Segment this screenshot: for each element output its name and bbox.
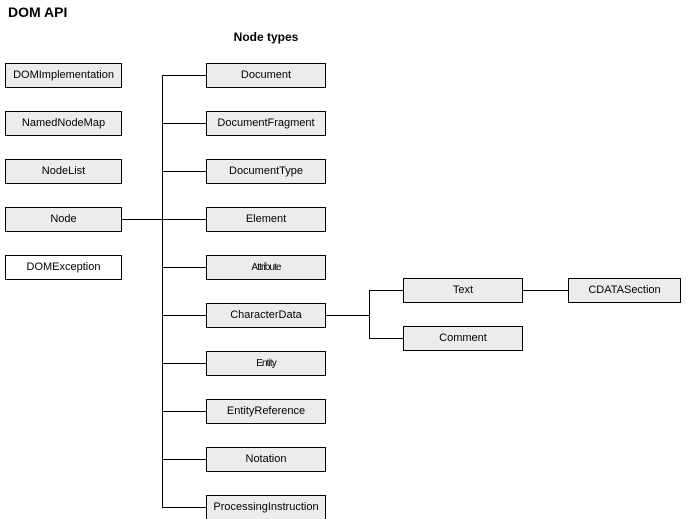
box-label: CDATASection xyxy=(588,284,661,296)
branch-line-entity xyxy=(162,363,206,364)
box-label: ProcessingInstruction xyxy=(213,501,319,513)
node-type-box-entity[interactable]: Entity xyxy=(206,351,326,376)
node-type-box-processing-instruction[interactable]: ProcessingInstruction xyxy=(206,495,326,519)
branch-line-attribute xyxy=(162,267,206,268)
box-label: Entity xyxy=(256,357,277,369)
box-label: Document xyxy=(240,69,292,81)
box-label: NamedNodeMap xyxy=(21,117,106,129)
interface-box-domexception[interactable]: DOMException xyxy=(5,255,122,280)
box-label: DOMImplementation xyxy=(13,69,114,81)
node-to-trunk-line xyxy=(122,219,162,220)
interface-box-node-list[interactable]: NodeList xyxy=(5,159,122,184)
branch-line-document-fragment xyxy=(162,123,206,124)
box-label: CharacterData xyxy=(230,309,302,321)
box-label: Node xyxy=(50,213,77,225)
interface-box-node[interactable]: Node xyxy=(5,207,122,232)
box-label: Attribute xyxy=(251,261,281,273)
box-label: EntityReference xyxy=(226,405,306,417)
chardata-trunk-line xyxy=(369,290,370,338)
branch-line-document-type xyxy=(162,171,206,172)
node-type-box-character-data[interactable]: CharacterData xyxy=(206,303,326,328)
box-label: Element xyxy=(245,213,287,225)
branch-line-text xyxy=(369,290,403,291)
chardata-subtype-box-comment[interactable]: Comment xyxy=(403,326,523,351)
branch-line-comment xyxy=(369,338,403,339)
chardata-subtype-box-text[interactable]: Text xyxy=(403,278,523,303)
branch-line-document xyxy=(162,75,206,76)
branch-line-element xyxy=(162,219,206,220)
node-type-box-document-type[interactable]: DocumentType xyxy=(206,159,326,184)
box-label: NodeList xyxy=(41,165,86,177)
node-type-box-notation[interactable]: Notation xyxy=(206,447,326,472)
node-type-box-document[interactable]: Document xyxy=(206,63,326,88)
box-label: Notation xyxy=(245,453,287,465)
node-types-column-title: Node types xyxy=(233,30,299,44)
box-label: Text xyxy=(452,284,474,296)
chardata-to-trunk-line xyxy=(326,315,369,316)
interface-box-domimplementation[interactable]: DOMImplementation xyxy=(5,63,122,88)
node-type-box-element[interactable]: Element xyxy=(206,207,326,232)
box-label: Comment xyxy=(439,332,487,344)
text-subtype-box-cdatasection[interactable]: CDATASection xyxy=(568,278,681,303)
node-type-box-document-fragment[interactable]: DocumentFragment xyxy=(206,111,326,136)
branch-line-character-data xyxy=(162,315,206,316)
branch-line-notation xyxy=(162,459,206,460)
box-label: DocumentType xyxy=(229,165,303,177)
page-title: DOM API xyxy=(8,4,68,20)
text-to-cdatasection-line xyxy=(523,290,568,291)
interface-box-named-node-map[interactable]: NamedNodeMap xyxy=(5,111,122,136)
node-type-box-entity-reference[interactable]: EntityReference xyxy=(206,399,326,424)
box-label: DOMException xyxy=(26,261,101,273)
node-type-box-attribute[interactable]: Attribute xyxy=(206,255,326,280)
branch-line-processing-instruction xyxy=(162,507,206,508)
branch-line-entity-reference xyxy=(162,411,206,412)
node-trunk-line xyxy=(162,75,163,507)
box-label: DocumentFragment xyxy=(217,117,315,129)
